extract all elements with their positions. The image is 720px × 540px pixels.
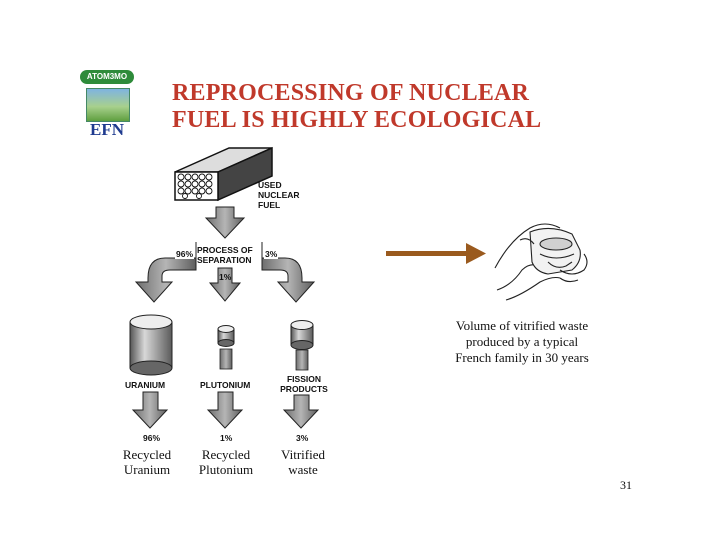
arrow-to-fission [261,242,316,303]
uranium-container [129,314,173,376]
arrow-plutonium-down [206,391,244,429]
pct-uranium-split: 96% [175,249,195,259]
arrow-uranium-down [131,391,169,429]
fuel-bundle [174,146,273,202]
plutonium-container [217,325,235,347]
fission-connector [295,349,309,371]
logo-banner: ATOM3MO [80,70,134,84]
logo-image [86,88,130,122]
caption-vitrified-waste: Vitrified waste [281,447,325,477]
fission-label: FISSION PRODUCTS [280,374,328,394]
waste-volume-note: Volume of vitrified waste produced by a … [455,318,589,365]
plutonium-label: PLUTONIUM [200,380,251,390]
uranium-label: URANIUM [125,380,166,390]
separation-label: PROCESS OF SEPARATION [197,245,253,265]
atomeco-logo: ATOM3MO EFN [78,70,136,142]
hand-with-glass-illustration [494,223,588,301]
caption-recycled-plutonium: Recycled Plutonium [198,447,254,477]
plutonium-bottom-pct: 1% [220,433,233,443]
title-line-1: REPROCESSING OF NUCLEAR [172,80,530,106]
arrow-fuel-to-separation [204,206,246,239]
pct-fission-split: 3% [264,249,279,259]
page-number: 31 [620,478,632,492]
logo-efn: EFN [90,120,124,139]
pct-plutonium-split: 1% [219,272,232,282]
fission-container [290,320,314,350]
caption-recycled-uranium: Recycled Uranium [122,447,172,477]
uranium-bottom-pct: 96% [143,433,161,443]
arrow-to-uranium [134,242,197,303]
plutonium-connector [219,348,233,370]
arrow-to-plutonium [208,267,242,302]
fission-bottom-pct: 3% [296,433,309,443]
slide-title: REPROCESSING OF NUCLEAR FUEL IS HIGHLY E… [172,80,612,134]
arrow-fission-down [282,394,320,429]
brown-arrow [386,243,486,264]
used-fuel-label: USED NUCLEAR FUEL [258,180,300,210]
title-line-2: FUEL IS HIGHLY ECOLOGICAL [172,107,542,133]
